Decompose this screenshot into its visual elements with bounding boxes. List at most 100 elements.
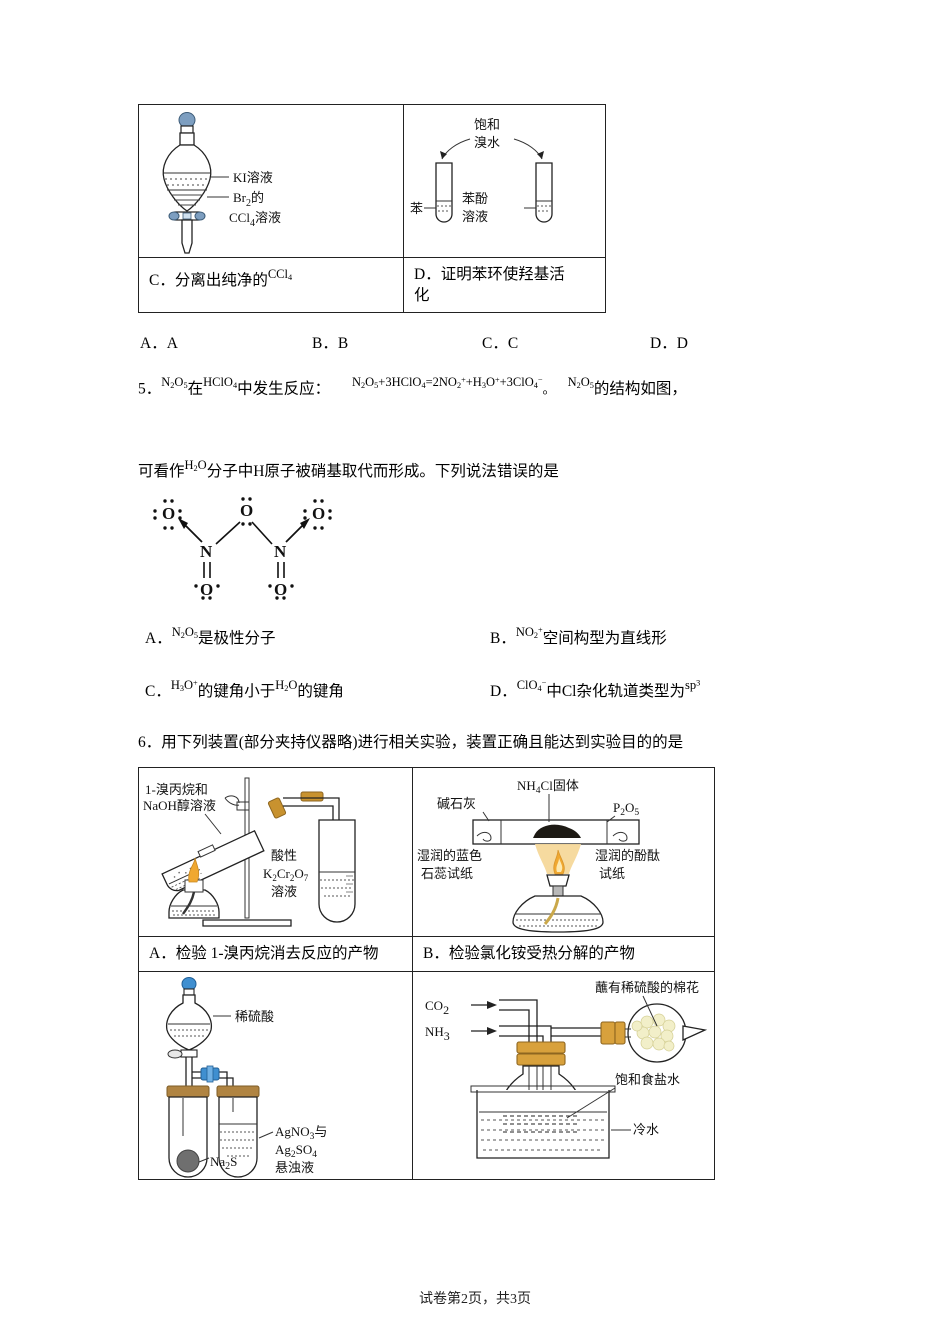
separating-funnel-figure: KI溶液 Br2的 CCl4溶液: [147, 111, 397, 257]
q5-option-b-text: 空间构型为直线形: [542, 629, 667, 647]
q6-cell-a-figure: 1-溴丙烷和 NaOH醇溶液 酸性 K2Cr2O7 溶液: [138, 767, 413, 937]
q6-stem-text: 用下列装置(部分夹持仪器略)进行相关实验，装置正确且能达到实验目的的是: [161, 734, 684, 751]
label-agno3-line1: AgNO3与: [275, 1124, 327, 1142]
q6-cell-b-caption: B．检验氯化铵受热分解的产物: [412, 936, 715, 972]
label-saturated: 饱和: [474, 117, 500, 132]
label-dilute-sulfuric-acid: 稀硫酸: [235, 1009, 274, 1024]
atom-o-right: O: [312, 504, 325, 523]
q6-cell-d-figure: CO2 NH3: [412, 971, 715, 1180]
formula-no2-plus: NO2+: [515, 625, 543, 640]
q5-option-b[interactable]: B．NO2+空间构型为直线形: [490, 625, 667, 648]
label-soda-lime: 碱石灰: [437, 796, 476, 811]
label-p2o5: P2O5: [613, 800, 639, 818]
q5-option-d-text: 中Cl杂化轨道类型为: [546, 682, 685, 700]
q5-stem-text-1: 在: [187, 380, 204, 398]
q5-option-a-text: 是极性分子: [198, 629, 276, 647]
atom-o-bottom-left: O: [200, 580, 213, 599]
label-ki-solution: KI溶液: [233, 170, 273, 185]
label-brine: 饱和食盐水: [615, 1072, 680, 1087]
nh4cl-solid: [533, 824, 581, 838]
table-row: 1-溴丙烷和 NaOH醇溶液 酸性 K2Cr2O7 溶液: [138, 767, 715, 937]
atom-n-right: N: [274, 542, 287, 561]
q5-stem-text-4: 可看作: [138, 462, 185, 480]
atom-o-left: O: [162, 504, 175, 523]
label-ccl4-solution: CCl4溶液: [229, 210, 281, 229]
formula-h2o-option-c: H2O: [275, 678, 298, 693]
q5-period: 。: [542, 381, 556, 397]
formula-n2o5-2: N2O5: [567, 375, 594, 391]
atom-o-bridge: O: [240, 501, 253, 520]
label-bromine-water: 溴水: [474, 135, 500, 150]
rubber-stopper-1: [267, 797, 287, 819]
bond-n-o-bridge-left: [215, 521, 241, 545]
rubber-stopper-flask: [516, 1041, 566, 1054]
cotton-wad: [631, 1013, 676, 1052]
q6-stem: 6．用下列装置(部分夹持仪器略)进行相关实验，装置正确且能达到实验目的的是: [138, 730, 683, 752]
q5-equation: N2O5+3HClO4=2NO2++H3O++3ClO4−: [351, 375, 543, 391]
q6-cell-c-figure: 稀硫酸 Na2S AgNO3与 Ag2SO4 悬浊液: [138, 971, 413, 1180]
hou-process-figure: CO2 NH3: [419, 978, 711, 1174]
q5-option-a-key: A．: [145, 629, 172, 647]
q4-cell-c-figure: KI溶液 Br2的 CCl4溶液: [138, 104, 404, 258]
table-row: A．检验 1-溴丙烷消去反应的产物 B．检验氯化铵受热分解的产物: [138, 936, 715, 972]
na2s-solid: [176, 1149, 200, 1173]
table-row: C．分离出纯净的CCl4 D．证明苯环使羟基活化: [138, 257, 606, 313]
label-phenol-solution-line1: 苯酚: [462, 191, 488, 206]
rubber-stopper-2: [300, 791, 324, 802]
label-reagent-line2: NaOH醇溶液: [143, 798, 216, 813]
q5-option-a[interactable]: A．N2O5是极性分子: [145, 625, 276, 648]
q6-caption-b: B．检验氯化铵受热分解的产物: [423, 945, 635, 962]
formula-h2o-1: H2O: [184, 458, 207, 473]
q4-answer-d[interactable]: D．D: [650, 335, 688, 352]
h2s-agno3-figure: 稀硫酸 Na2S AgNO3与 Ag2SO4 悬浊液: [147, 976, 409, 1178]
label-agno3-line2: Ag2SO4: [275, 1142, 317, 1160]
q5-option-d-key: D．: [490, 682, 517, 700]
q5-option-c[interactable]: C．H3O+的键角小于H2O的键角: [145, 678, 344, 701]
q5-stem-text-5: 分子中H原子被硝基取代而形成。下列说法错误的是: [206, 462, 559, 480]
label-nh4cl: NH4Cl固体: [517, 778, 579, 796]
bromine-water-test-tubes-figure: 饱和 溴水: [410, 111, 605, 257]
formula-hclo4: HClO4: [203, 375, 238, 391]
q6-options-table: 1-溴丙烷和 NaOH醇溶液 酸性 K2Cr2O7 溶液: [138, 767, 715, 1180]
q5-stem: 5．N2O5在HClO4中发生反应： N2O5+3HClO4=2NO2++H3O…: [138, 368, 828, 402]
q6-caption-a: A．检验 1-溴丙烷消去反应的产物: [149, 945, 379, 962]
label-nh3: NH3: [425, 1024, 450, 1043]
q4-answer-c[interactable]: C．C: [482, 335, 519, 352]
label-agno3-line3: 悬浊液: [275, 1160, 314, 1175]
label-co2: CO2: [425, 998, 449, 1017]
label-k2cr2o7-line3: 溶液: [271, 884, 297, 899]
q5-stem-text-3: 的结构如图，: [593, 380, 687, 398]
q5-option-c-text: 的键角小于: [197, 682, 276, 700]
label-phenolphthalein-line2: 试纸: [599, 866, 625, 881]
q4-caption-c: C．分离出纯净的CCl4: [149, 267, 293, 289]
label-br2: Br2的: [233, 190, 264, 209]
q4-answer-a[interactable]: A．A: [140, 335, 178, 352]
formula-sp3: sp3: [684, 678, 701, 692]
label-na2s: Na2S: [210, 1154, 237, 1172]
rubber-stopper-bulb: [600, 1021, 616, 1045]
atom-o-bottom-right: O: [274, 580, 287, 599]
label-phenolphthalein-line1: 湿润的酚酞: [595, 848, 660, 863]
cork-stopper-left: [166, 1085, 210, 1098]
n2o5-lewis-structure-figure: O O O N N O O: [140, 492, 370, 600]
formula-h3o-plus: H3O+: [170, 678, 198, 693]
label-k2cr2o7-line2: K2Cr2O7: [263, 866, 309, 883]
label-phenol-solution-line2: 溶液: [462, 209, 488, 224]
label-benzene: 苯: [410, 201, 423, 216]
formula-clo4-minus: ClO4−: [516, 678, 547, 693]
formula-ccl4: CCl4: [267, 267, 293, 282]
label-cotton: 蘸有稀硫酸的棉花: [595, 980, 699, 995]
q5-option-c-text2: 的键角: [297, 682, 344, 700]
bond-n-o-bridge-right: [251, 521, 273, 545]
funnel-stopper-icon: [178, 112, 196, 128]
table-row: 稀硫酸 Na2S AgNO3与 Ag2SO4 悬浊液 CO2: [138, 971, 715, 1180]
label-reagent-line1: 1-溴丙烷和: [145, 782, 208, 797]
q5-stem-text-2: 中发生反应：: [237, 380, 331, 398]
flame-icon: [188, 857, 200, 883]
q4-cell-d-figure: 饱和 溴水: [403, 104, 606, 258]
label-blue-litmus-line2: 石蕊试纸: [421, 866, 473, 881]
q4-answer-b[interactable]: B．B: [312, 335, 349, 352]
q5-option-d[interactable]: D．ClO4−中Cl杂化轨道类型为sp3: [490, 678, 700, 701]
q4-cell-d-caption: D．证明苯环使羟基活化: [403, 257, 606, 313]
